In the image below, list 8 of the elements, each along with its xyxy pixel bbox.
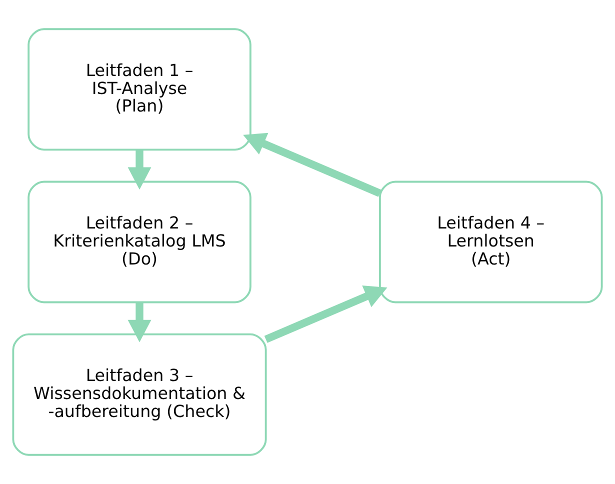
node-box: Leitfaden 3 – Wissensdokumentation & -aufbereitung (Check) <box>12 333 267 456</box>
node-box: Leitfaden 1 – IST-Analyse (Plan) <box>28 28 252 151</box>
arrow <box>243 132 382 197</box>
arrow <box>128 302 152 342</box>
arrow <box>128 150 152 190</box>
arrow <box>264 285 388 343</box>
node-box: Leitfaden 4 – Lernlotsen (Act) <box>379 180 603 304</box>
node-box: Leitfaden 2 – Kriterienkatalog LMS (Do) <box>28 180 252 304</box>
